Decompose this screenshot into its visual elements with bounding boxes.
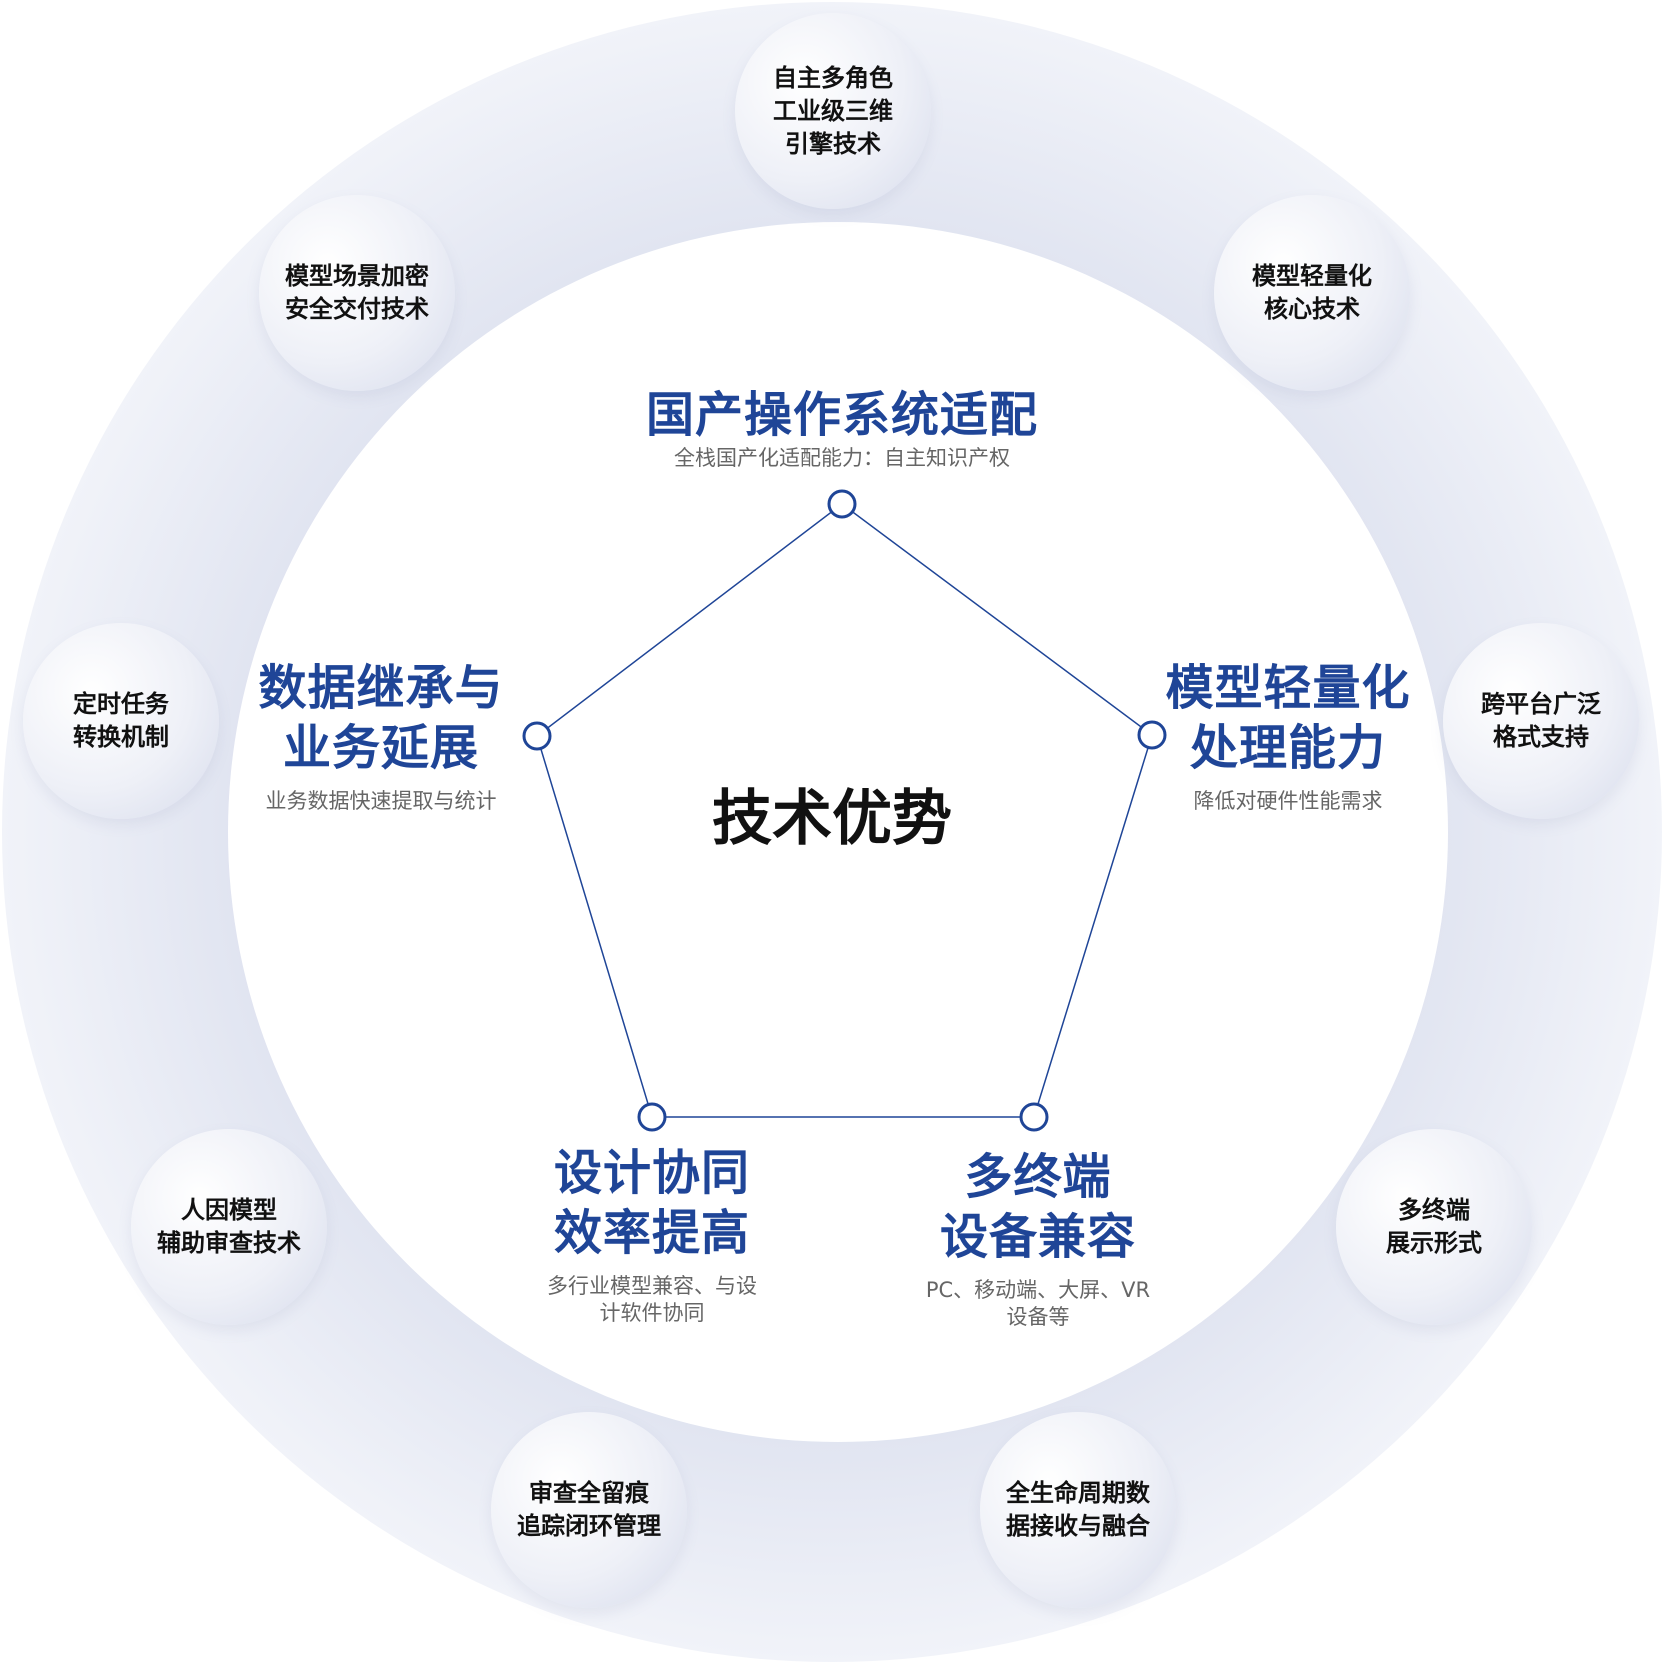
ring-item-label: 多终端 展示形式	[1386, 1196, 1482, 1257]
ring-item-label: 定时任务 转换机制	[73, 690, 169, 751]
pillar-data-inheritance: 数据继承与 业务延展 业务数据快速提取与统计	[231, 658, 531, 815]
pillar-subtitle: 全栈国产化适配能力：自主知识产权	[674, 446, 1010, 470]
ring-item-encrypted-delivery: 模型场景加密 安全交付技术	[259, 195, 455, 391]
pillar-title: 设计协同 效率提高	[553, 1145, 750, 1261]
ring-item-scheduled-conversion: 定时任务 转换机制	[23, 623, 219, 819]
center-title: 技术优势	[712, 784, 952, 854]
pillar-subtitle: PC、移动端、大屏、VR 设备等	[925, 1278, 1151, 1329]
ring-item-label: 自主多角色 工业级三维 引擎技术	[773, 63, 893, 158]
pentagon-node-right	[1137, 720, 1167, 750]
ring-item-cross-platform: 跨平台广泛 格式支持	[1443, 623, 1639, 819]
ring-item-human-factors: 人因模型 辅助审查技术	[131, 1129, 327, 1325]
pentagon-node-top	[827, 489, 857, 519]
pillar-title: 多终端 设备兼容	[939, 1149, 1136, 1265]
pentagon-outline	[536, 503, 1153, 1118]
ring-item-review-trace: 审查全留痕 追踪闭环管理	[491, 1412, 687, 1608]
ring-item-label: 模型场景加密 安全交付技术	[285, 262, 429, 323]
ring-item-lightweight-core: 模型轻量化 核心技术	[1214, 195, 1410, 391]
pillar-title: 国产操作系统适配	[645, 387, 1038, 443]
pentagon-node-bottom-right	[1019, 1102, 1049, 1132]
pillar-multi-terminal: 多终端 设备兼容 PC、移动端、大屏、VR 设备等	[888, 1147, 1188, 1331]
ring-item-label: 审查全留痕 追踪闭环管理	[517, 1479, 661, 1540]
ring-item-label: 人因模型 辅助审查技术	[157, 1196, 301, 1257]
pillar-subtitle: 多行业模型兼容、与设 计软件协同	[547, 1274, 757, 1325]
ring-item-label: 跨平台广泛 格式支持	[1481, 690, 1601, 751]
pillar-model-lightweight: 模型轻量化 处理能力 降低对硬件性能需求	[1128, 658, 1448, 815]
pillar-subtitle: 降低对硬件性能需求	[1193, 789, 1383, 813]
ring-item-multi-display: 多终端 展示形式	[1336, 1129, 1532, 1325]
ring-item-lifecycle-data: 全生命周期数 据接收与融合	[980, 1412, 1176, 1608]
pentagon-node-bottom-left	[637, 1102, 667, 1132]
pillar-title: 模型轻量化 处理能力	[1165, 660, 1411, 776]
pentagon-node-left	[522, 721, 552, 751]
pillar-design-collaboration: 设计协同 效率提高 多行业模型兼容、与设 计软件协同	[512, 1143, 792, 1327]
ring-item-label: 全生命周期数 据接收与融合	[1006, 1479, 1150, 1540]
ring-item-3d-engine: 自主多角色 工业级三维 引擎技术	[735, 13, 931, 209]
ring-item-label: 模型轻量化 核心技术	[1252, 262, 1372, 323]
inner-white-disc	[228, 222, 1448, 1442]
pillar-os-adaptation: 国产操作系统适配 全栈国产化适配能力：自主知识产权	[582, 385, 1102, 472]
pillar-subtitle: 业务数据快速提取与统计	[265, 789, 497, 813]
pillar-title: 数据继承与 业务延展	[258, 660, 504, 776]
